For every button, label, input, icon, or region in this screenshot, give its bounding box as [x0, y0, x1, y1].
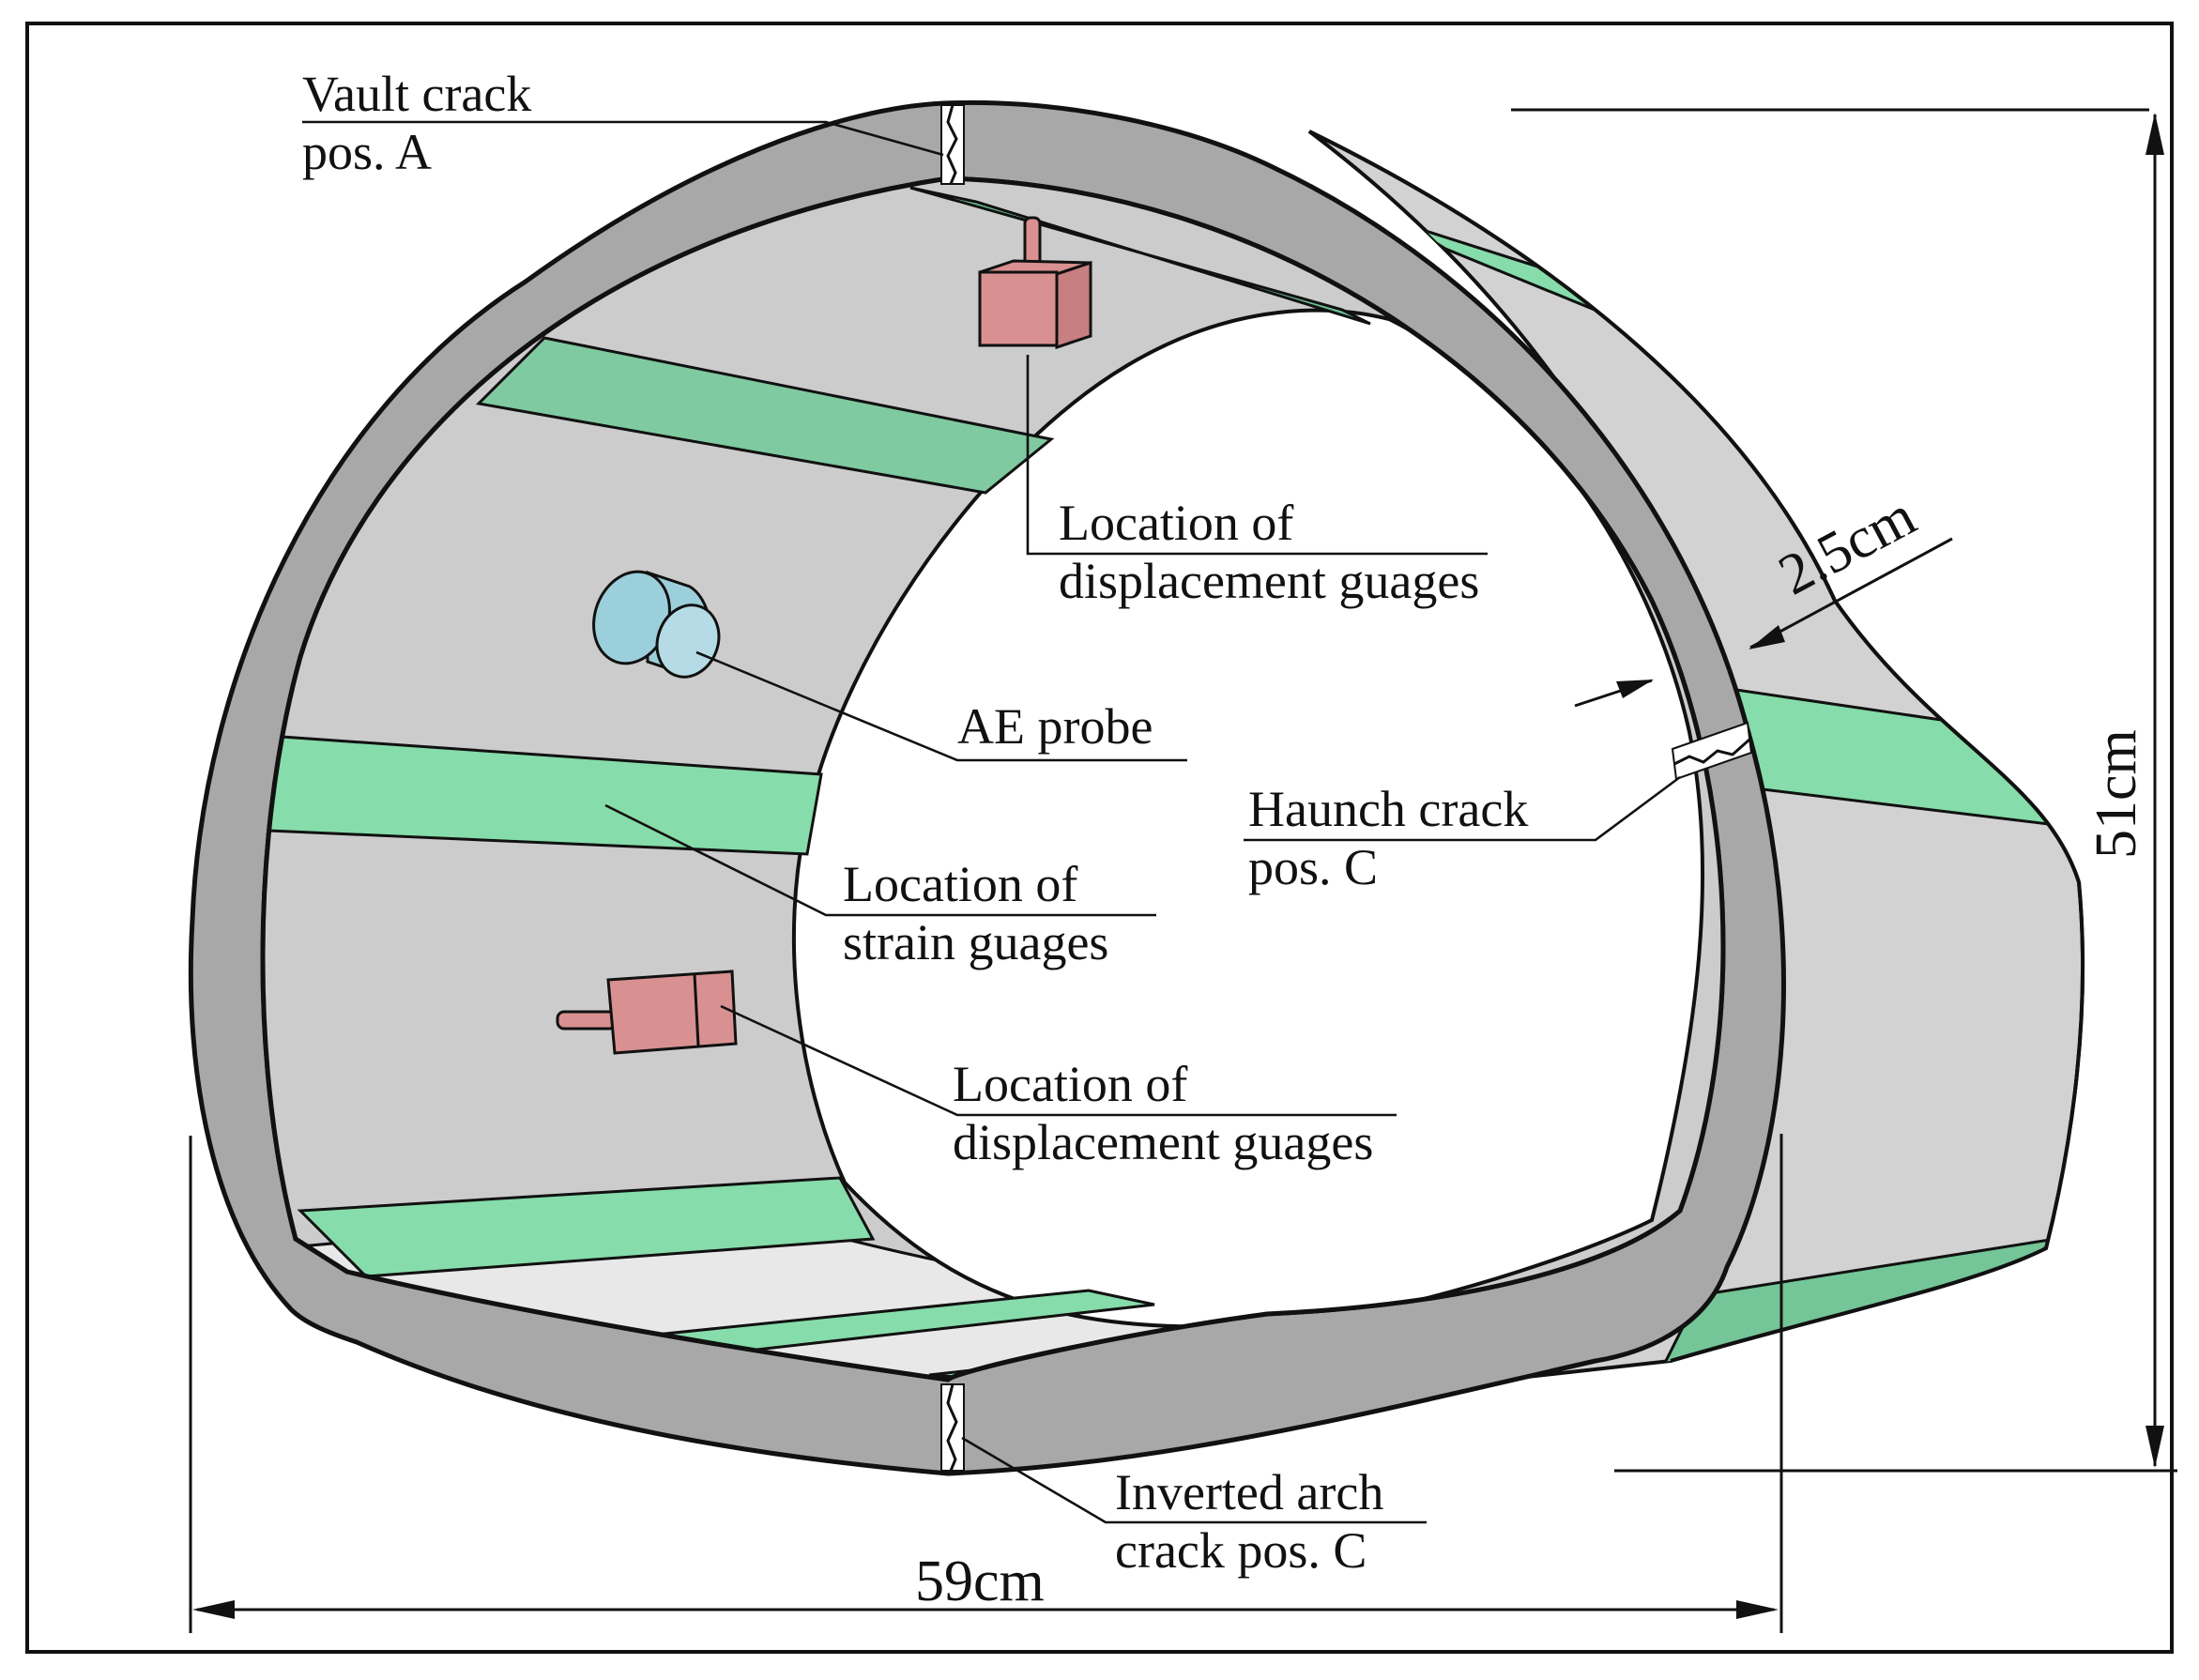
haunch-crack	[1671, 721, 1753, 781]
inner-ring-edge	[260, 176, 1726, 1382]
label-vault-crack-2: pos. A	[302, 124, 432, 180]
label-haunch-crack-2: pos. C	[1248, 839, 1378, 895]
leader-disp-bottom	[720, 1004, 1397, 1117]
vault-crack	[940, 104, 965, 185]
label-vault-crack-1: Vault crack	[302, 66, 531, 122]
label-disp-top-2: displacement guages	[1059, 553, 1479, 609]
inner-strain-band-upper-left	[475, 336, 1055, 495]
label-strain-1: Location of	[843, 856, 1077, 912]
thickness-dimension	[1574, 537, 1953, 708]
height-dimension	[1511, 108, 2177, 1473]
label-invert-crack-1: Inverted arch	[1115, 1464, 1383, 1520]
dimension-thickness-label: 2.5cm	[1769, 483, 1926, 607]
displacement-gauge-left	[556, 970, 738, 1055]
inner-strain-band-crown	[909, 186, 1371, 326]
label-invert-crack-2: crack pos. C	[1115, 1522, 1367, 1579]
inner-lining-surface	[263, 178, 1723, 1380]
leader-vault-crack	[302, 120, 944, 157]
outer-shell-outline	[1308, 130, 2085, 1363]
label-haunch-crack-1: Haunch crack	[1248, 781, 1528, 837]
label-disp-bottom-2: displacement guages	[953, 1114, 1373, 1170]
dimension-height-label: 51cm	[2084, 729, 2148, 859]
displacement-gauge-top	[978, 216, 1092, 350]
dimension-width-label: 59cm	[915, 1550, 1045, 1613]
ae-probe	[592, 570, 721, 679]
leader-invert-crack	[961, 1436, 1427, 1524]
inner-strain-band-lower-left	[297, 1176, 876, 1278]
leader-ae-probe	[695, 650, 1187, 762]
width-dimension	[189, 1134, 1783, 1633]
figure-border	[25, 22, 2174, 1654]
leader-disp-top	[1026, 355, 1488, 556]
label-ae-probe: AE probe	[957, 698, 1153, 755]
label-strain-2: strain guages	[843, 914, 1108, 970]
label-disp-bottom-1: Location of	[953, 1056, 1187, 1112]
label-disp-top-1: Location of	[1059, 495, 1293, 551]
inverted-arch-crack	[940, 1383, 965, 1472]
leader-strain	[604, 803, 1156, 917]
leader-haunch-crack	[1244, 775, 1681, 842]
